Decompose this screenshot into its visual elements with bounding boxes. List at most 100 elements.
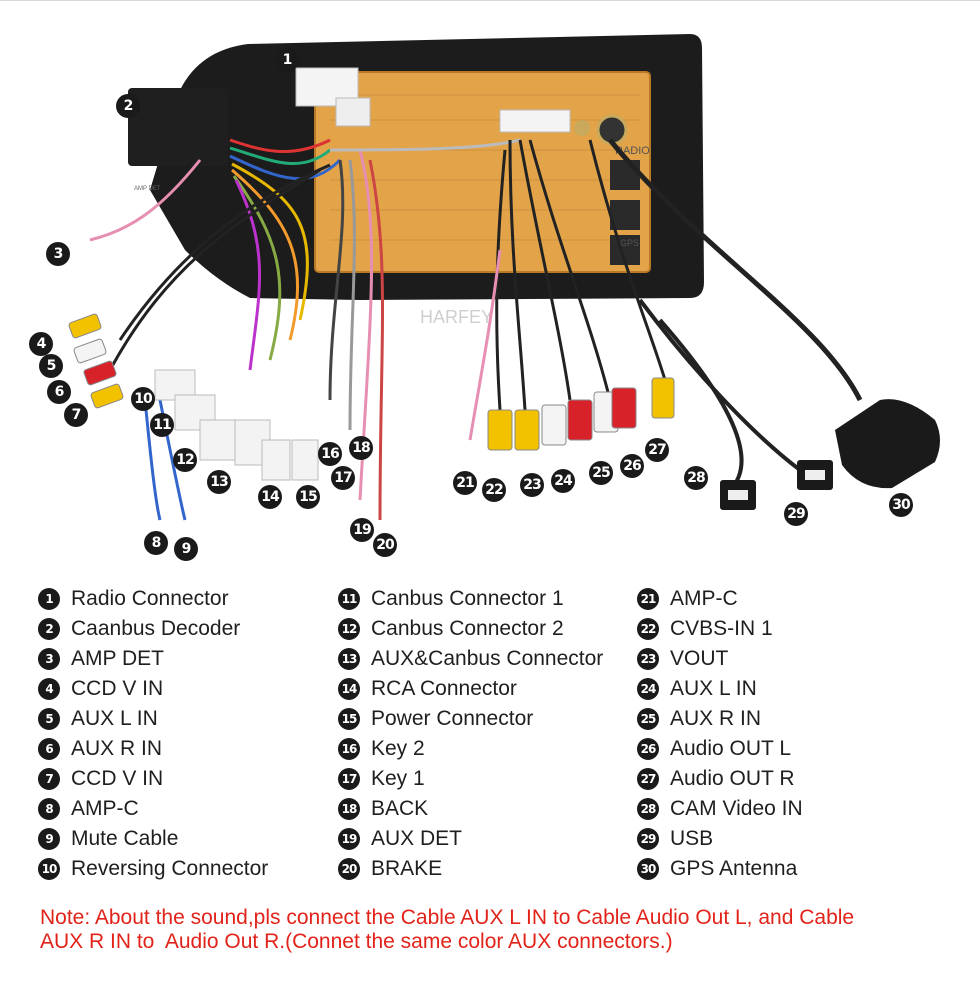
legend-number-badge: 9 [38,828,60,850]
legend-number-badge: 14 [338,678,360,700]
callout-8: 8 [144,531,168,555]
legend-label: Reversing Connector [71,857,269,880]
wiring-illustration: RADIO GPS AMP DET HARFEY [68,34,940,521]
legend-number-badge: 26 [637,738,659,760]
legend-number-badge: 19 [338,828,360,850]
callout-6: 6 [47,380,71,404]
rca-left-yellow-bottom [90,383,124,409]
legend-label: Mute Cable [71,827,179,850]
legend-number-badge: 1 [38,588,60,610]
callout-18: 18 [349,436,373,460]
callout-15: 15 [296,485,320,509]
legend-label: AMP-C [71,797,139,820]
legend-item: 20 BRAKE [338,854,603,884]
legend-number-badge: 10 [38,858,60,880]
legend-number-badge: 27 [637,768,659,790]
rca-left-white [73,338,107,364]
legend-label: Caanbus Decoder [71,617,241,640]
legend-number-badge: 7 [38,768,60,790]
legend-label: AUX R IN [670,707,762,730]
legend-item: 18 BACK [338,794,603,824]
note-line-1: Note: About the sound,pls connect the Ca… [40,906,855,929]
legend-label: GPS Antenna [670,857,798,880]
callout-30: 30 [889,493,913,517]
legend-label: Canbus Connector 1 [371,587,564,610]
legend-item: 2 Caanbus Decoder [38,614,268,644]
callout-16: 16 [318,442,342,466]
callout-21: 21 [453,471,477,495]
legend-label: USB [670,827,714,850]
legend-number-badge: 23 [637,648,659,670]
callout-28: 28 [684,466,708,490]
callout-11: 11 [150,413,174,437]
legend-label: BRAKE [371,857,443,880]
legend-label: AMP-C [670,587,738,610]
callout-7: 7 [64,403,88,427]
rca-left-red [83,360,117,386]
callout-14: 14 [258,485,282,509]
rca-right-yellow-2 [514,409,540,451]
legend-label: Audio OUT L [670,737,792,760]
legend-number-badge: 20 [338,858,360,880]
legend-item: 29 USB [637,824,803,854]
legend-number-badge: 18 [338,798,360,820]
legend-label: BACK [371,797,429,820]
legend-number-badge: 5 [38,708,60,730]
callout-3: 3 [46,242,70,266]
legend-item: 8 AMP-C [38,794,268,824]
decoder-box-label: AMP DET [134,186,161,192]
legend-number-badge: 30 [637,858,659,880]
legend-label: CAM Video IN [670,797,803,820]
callout-23: 23 [520,473,544,497]
callout-22: 22 [482,478,506,502]
callout-9: 9 [174,537,198,561]
callout-5: 5 [39,354,63,378]
callout-10: 10 [131,387,155,411]
legend-number-badge: 24 [637,678,659,700]
legend-item: 30 GPS Antenna [637,854,803,884]
sound-connection-note: Note: About the sound,pls connect the Ca… [40,906,960,954]
rca-right-red-2 [611,387,637,429]
rca-left-yellow-top [68,313,102,339]
legend-label: AUX DET [371,827,463,850]
legend-item: 25 AUX R IN [637,704,803,734]
legend-number-badge: 29 [637,828,659,850]
gps-port-label: GPS [620,238,639,248]
legend-number-badge: 15 [338,708,360,730]
radio-connector-plug-b [335,97,371,127]
legend-label: AUX L IN [670,677,757,700]
legend-label: AUX R IN [71,737,163,760]
callout-20: 20 [373,533,397,557]
callout-12: 12 [173,448,197,472]
legend-number-badge: 28 [637,798,659,820]
watermark: HARFEY [420,307,493,327]
connector-15 [291,439,319,481]
legend-number-badge: 2 [38,618,60,640]
center-connector [499,109,571,133]
callout-29: 29 [784,502,808,526]
legend-item: 26 Audio OUT L [637,734,803,764]
legend-label: Key 2 [371,737,425,760]
callout-13: 13 [207,470,231,494]
legend-item: 9 Mute Cable [38,824,268,854]
legend-item: 10 Reversing Connector [38,854,268,884]
rca-right-white-1 [541,404,567,446]
legend-label: CCD V IN [71,767,164,790]
legend-number-badge: 25 [637,708,659,730]
connector-12 [199,419,241,461]
legend-label: Radio Connector [71,587,229,610]
legend-number-badge: 13 [338,648,360,670]
legend-item: 28 CAM Video IN [637,794,803,824]
callout-25: 25 [589,461,613,485]
legend-number-badge: 8 [38,798,60,820]
